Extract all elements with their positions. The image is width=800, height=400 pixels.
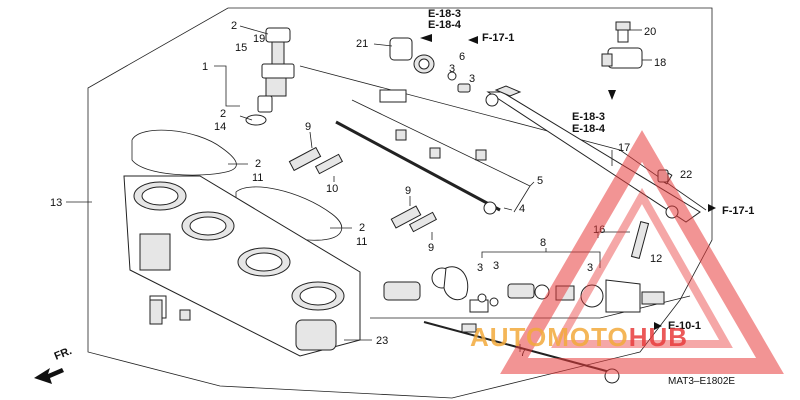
part-number: 8	[540, 237, 546, 249]
part-number: 20	[644, 26, 656, 38]
part-number: 3	[493, 260, 499, 272]
part-number: 5	[537, 175, 543, 187]
part-number: 9	[405, 185, 411, 197]
throttle-shaft-assembly[interactable]	[335, 89, 501, 215]
watermark-brand-part2: HUB	[629, 322, 688, 352]
part-number: 13	[50, 197, 62, 209]
part-number: 18	[654, 57, 666, 69]
part-number: 3	[449, 63, 455, 75]
part-number: 15	[235, 42, 247, 54]
reference-code: E-18-3	[572, 111, 605, 123]
fuel-injector[interactable]	[245, 27, 295, 126]
part-number: 23	[376, 335, 388, 347]
gasket-upper[interactable]	[131, 129, 237, 176]
part-number: 10	[326, 183, 338, 195]
part-number: 2	[255, 158, 261, 170]
map-sensor[interactable]	[601, 27, 643, 69]
reference-code: E-10-1	[668, 320, 701, 332]
part-number: 3	[469, 73, 475, 85]
direction-label: FR.	[53, 345, 74, 363]
watermark-brand-part1: AUTOMOTO	[470, 322, 629, 352]
part-number: 4	[519, 203, 525, 215]
part-number: 22	[680, 169, 692, 181]
inner-frame-rail	[299, 65, 707, 211]
part-number: 9	[428, 242, 434, 254]
part-number: 2	[220, 108, 226, 120]
reference-code: F-17-1	[722, 205, 754, 217]
watermark-logo	[500, 130, 784, 374]
forward-direction-arrow-icon	[34, 368, 64, 384]
adjust-screw-upper[interactable]	[288, 146, 344, 175]
throttle-linkage[interactable]	[383, 266, 489, 313]
part-number: 2	[359, 222, 365, 234]
part-number: 11	[252, 172, 263, 184]
reference-code: F-17-1	[482, 32, 514, 44]
pressure-regulator[interactable]	[389, 37, 435, 74]
part-number: 3	[477, 262, 483, 274]
part-number: 19	[253, 33, 265, 45]
part-number: 9	[305, 121, 311, 133]
part-number: 2	[231, 20, 237, 32]
reference-code: E-18-3	[428, 8, 461, 20]
part-number: 1	[202, 61, 208, 73]
part-number: 6	[459, 51, 465, 63]
part-number: 14	[214, 121, 226, 133]
part-number: 17	[618, 142, 630, 154]
part-number: 12	[650, 253, 662, 265]
throttle-body[interactable]	[123, 175, 361, 357]
reference-code: E-18-4	[572, 123, 606, 135]
adjust-screw-lower[interactable]	[390, 205, 438, 233]
reference-arrows	[420, 34, 716, 330]
diagram-code: MAT3–E1802E	[668, 376, 735, 387]
reference-code: E-18-4	[428, 19, 462, 31]
part-number: 3	[587, 262, 593, 274]
part-number: 21	[356, 38, 368, 50]
watermark-text: AUTOMOTOHUB	[470, 322, 688, 352]
part-number: 11	[356, 236, 367, 248]
